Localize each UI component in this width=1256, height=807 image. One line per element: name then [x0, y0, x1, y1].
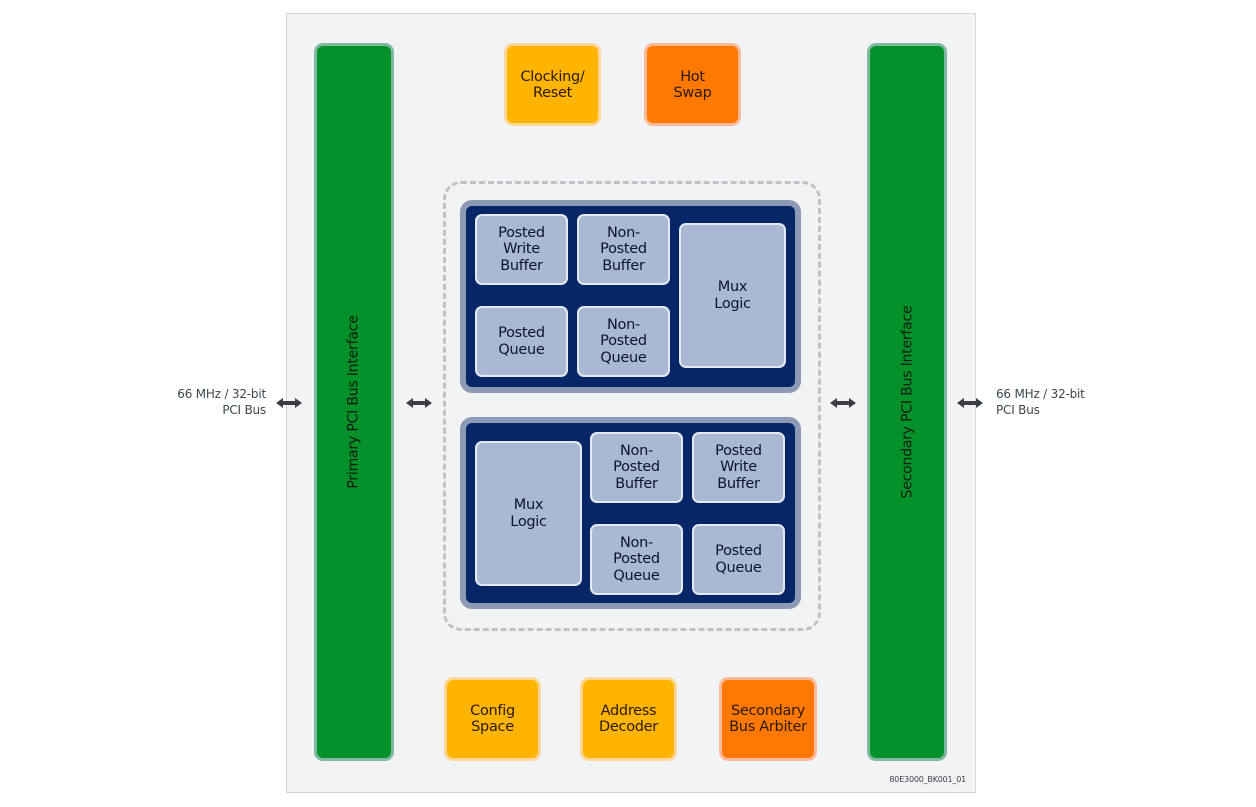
cell-line: Queue: [498, 341, 545, 358]
block-diagram-panel: [286, 13, 976, 793]
figure-id-caption: 80E3000_BK001_01: [889, 775, 966, 784]
lower-mux-logic: Mux Logic: [475, 441, 582, 586]
hot-swap-line2: Swap: [673, 84, 712, 101]
cell-line: Posted: [498, 325, 545, 341]
right-bus-label-line2: PCI Bus: [996, 403, 1040, 417]
config-space-line1: Config: [470, 703, 515, 719]
upper-non-posted-buffer: Non- Posted Buffer: [577, 214, 670, 285]
right-external-arrow-icon: [957, 398, 983, 408]
cell-line: Buffer: [602, 257, 645, 274]
cell-line: Mux: [717, 279, 748, 295]
upper-mux-logic: Mux Logic: [679, 223, 786, 368]
cell-line: Non-: [620, 534, 653, 551]
cell-line: Posted: [613, 459, 660, 476]
cell-line: Posted: [715, 442, 762, 459]
core-to-secondary-arrow-icon: [830, 398, 856, 408]
clocking-reset-line2: Reset: [532, 84, 572, 101]
upper-posted-write-buffer: Posted Write Buffer: [475, 214, 568, 285]
cell-line: Posted: [600, 241, 647, 258]
address-decoder-line1: Address: [600, 703, 657, 719]
config-space-block: Config Space: [444, 677, 541, 761]
cell-line: Write: [720, 459, 757, 476]
bridge-core-dashed-region: [443, 181, 821, 631]
lower-non-posted-buffer: Non- Posted Buffer: [590, 432, 683, 503]
cell-line: Buffer: [717, 475, 760, 492]
secondary-bus-arbiter-block: Secondary Bus Arbiter: [719, 677, 817, 761]
cell-line: Buffer: [615, 475, 658, 492]
left-bus-label-line2: PCI Bus: [222, 403, 266, 417]
right-bus-label-line1: 66 MHz / 32-bit: [996, 387, 1085, 401]
cell-line: Buffer: [500, 257, 543, 274]
secondary-pci-bus-interface: Secondary PCI Bus Interface: [867, 43, 947, 761]
cell-line: Non-: [607, 316, 640, 333]
cell-line: Non-: [607, 224, 640, 241]
left-external-arrow-icon: [276, 398, 302, 408]
cell-line: Queue: [613, 567, 660, 584]
upper-non-posted-queue: Non- Posted Queue: [577, 306, 670, 377]
secondary-interface-label: Secondary PCI Bus Interface: [899, 305, 916, 499]
primary-interface-label: Primary PCI Bus Interface: [346, 315, 362, 489]
address-decoder-block: Address Decoder: [580, 677, 677, 761]
hot-swap-line1: Hot: [680, 68, 705, 85]
cell-line: Queue: [600, 349, 647, 366]
cell-line: Logic: [510, 513, 547, 530]
primary-to-core-arrow-icon: [406, 398, 432, 408]
lower-non-posted-queue: Non- Posted Queue: [590, 524, 683, 595]
lower-posted-write-buffer: Posted Write Buffer: [692, 432, 785, 503]
cell-line: Queue: [715, 559, 762, 576]
config-space-line2: Space: [471, 719, 514, 735]
right-bus-label: 66 MHz / 32-bit PCI Bus: [996, 386, 1126, 418]
left-bus-label: 66 MHz / 32-bit PCI Bus: [150, 386, 266, 418]
primary-pci-bus-interface: Primary PCI Bus Interface: [314, 43, 394, 761]
cell-line: Posted: [613, 551, 660, 568]
address-decoder-line2: Decoder: [599, 719, 658, 735]
secondary-bus-arbiter-line2: Bus Arbiter: [729, 719, 807, 735]
cell-line: Posted: [498, 224, 545, 241]
cell-line: Write: [503, 241, 540, 258]
cell-line: Logic: [714, 295, 751, 312]
lower-posted-queue: Posted Queue: [692, 524, 785, 595]
clocking-reset-line1: Clocking/: [520, 68, 585, 85]
upper-posted-queue: Posted Queue: [475, 306, 568, 377]
cell-line: Non-: [620, 442, 653, 459]
secondary-bus-arbiter-line1: Secondary: [730, 703, 806, 719]
left-bus-label-line1: 66 MHz / 32-bit: [177, 387, 266, 401]
clocking-reset-block: Clocking/ Reset: [504, 43, 601, 126]
cell-line: Mux: [513, 497, 544, 513]
cell-line: Posted: [715, 543, 762, 559]
hot-swap-block: Hot Swap: [644, 43, 741, 126]
cell-line: Posted: [600, 333, 647, 350]
